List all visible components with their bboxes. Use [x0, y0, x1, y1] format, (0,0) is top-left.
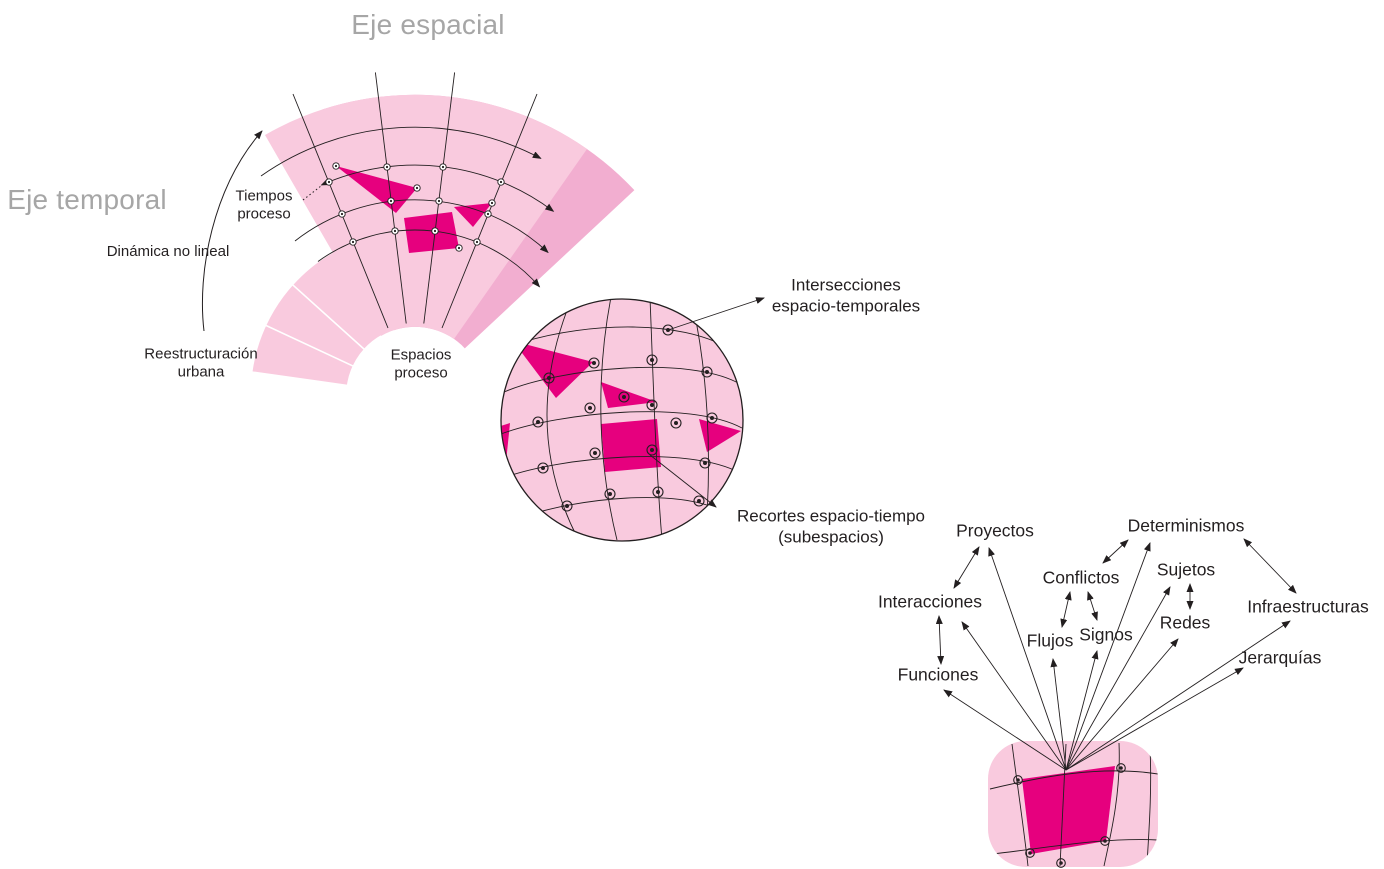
arrow-to-interacciones [961, 621, 1067, 771]
label-eje-temporal: Eje temporal [7, 183, 167, 215]
arrow-to-jerarquias [1065, 667, 1244, 771]
link-interacciones-proyectos [953, 546, 980, 589]
label-concept-sujetos: Sujetos [1156, 559, 1216, 580]
label-concept-jerarquias: Jerarquías [1238, 647, 1322, 668]
label-concept-signos: Signos [1079, 624, 1133, 645]
label-concept-proyectos: Proyectos [956, 520, 1034, 541]
link-determinismos-infraestructuras [1243, 538, 1297, 594]
link-conflictos-determinismos [1102, 539, 1129, 564]
temporal-axis-arrow [201, 130, 263, 332]
concept-blob-content [989, 742, 1158, 867]
intersecciones-arrow [667, 297, 765, 331]
flow-arc [260, 126, 542, 177]
arrow-to-infraestructuras [1065, 620, 1291, 771]
arrow-to-redes [1065, 638, 1179, 771]
zoom-lens [500, 297, 765, 542]
concept-blob [988, 741, 1158, 868]
label-tiempos-proceso: Tiempos proceso [235, 187, 293, 223]
label-concept-conflictos: Conflictos [1042, 567, 1120, 588]
label-concept-interacciones: Interacciones [877, 591, 983, 612]
label-concept-determinismos: Determinismos [1127, 515, 1245, 536]
link-signos-conflictos [1087, 591, 1098, 621]
label-concept-infraestructuras: Infraestructuras [1247, 596, 1369, 617]
label-concept-flujos: Flujos [1026, 630, 1074, 651]
concept-arrow-fan [943, 542, 1291, 771]
label-concept-funciones: Funciones [897, 664, 979, 685]
blob-highlight-quad [1022, 766, 1115, 854]
arrow-to-flujos [1050, 658, 1067, 771]
fan-diagram [201, 72, 635, 387]
arrow-to-sujetos [1065, 586, 1171, 771]
concept-link-arrows [935, 538, 1297, 665]
arrow-to-proyectos [988, 547, 1067, 771]
label-espacios-proceso: Espacios proceso [390, 346, 452, 382]
arrow-to-determinismos [1065, 542, 1151, 771]
link-flujos-conflictos [1060, 591, 1072, 628]
arrow-to-funciones [943, 689, 1067, 771]
label-dinamica-no-lineal: Dinámica no lineal [106, 242, 230, 260]
flow-arc [294, 199, 549, 254]
label-eje-espacial: Eje espacial [351, 8, 505, 40]
label-intersecciones-espacio-temporales: Intersecciones espacio-temporales [771, 275, 921, 315]
label-concept-redes: Redes [1159, 612, 1211, 633]
tiempos-proceso-leader [302, 185, 322, 201]
label-reestructuracion-urbana: Reestructuración urbana [144, 345, 258, 381]
arrow-to-signos [1065, 650, 1099, 771]
label-recortes-espacio-tiempo: Recortes espacio-tiempo (subespacios) [736, 506, 926, 546]
link-funciones-interacciones [935, 615, 945, 665]
recortes-arrow [649, 454, 717, 508]
blob-grid [989, 742, 1158, 867]
